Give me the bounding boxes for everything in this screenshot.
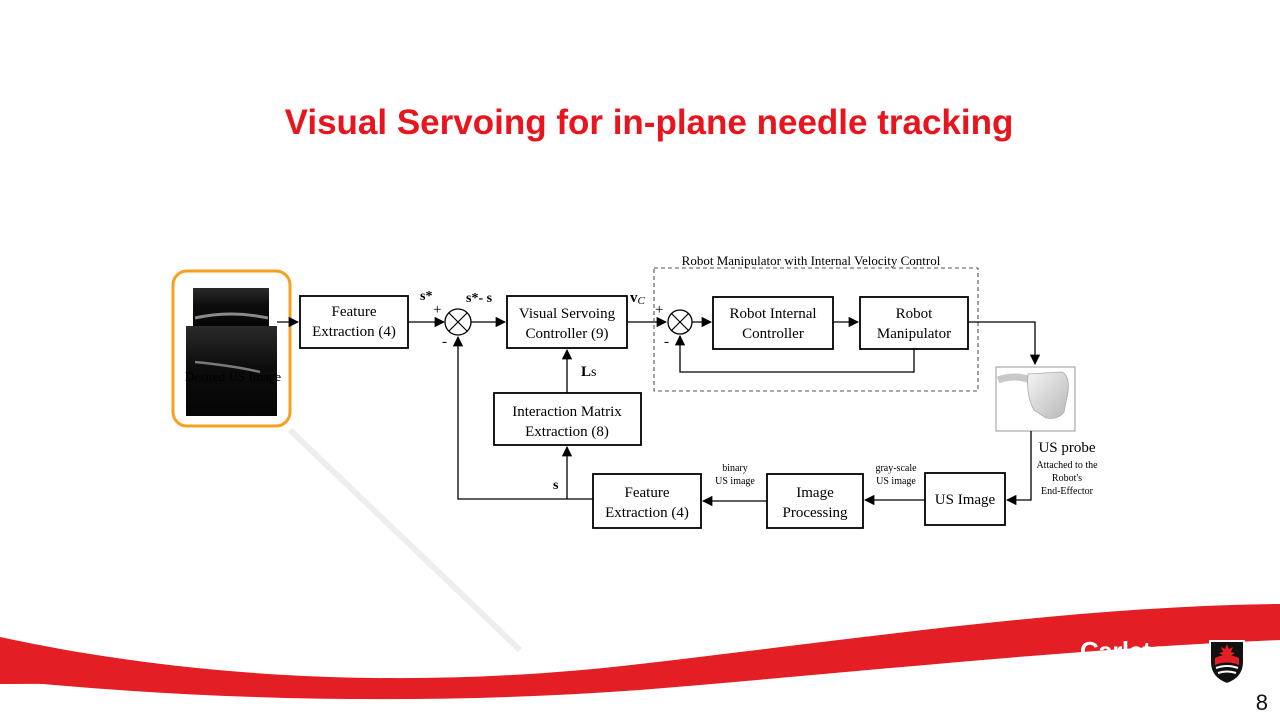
robot-manipulator-block: Robot Manipulator — [859, 296, 969, 350]
vs-controller-block: Visual Servoing Controller (9) — [506, 295, 628, 349]
ls-label: Ls — [581, 364, 596, 380]
vc-label: vC — [630, 290, 646, 307]
slide-title: Visual Servoing for in-plane needle trac… — [284, 103, 1014, 142]
plus-sign-2: + — [655, 302, 663, 318]
us-image-block: US Image — [924, 472, 1006, 526]
grayscale-label-line1: gray-scale — [875, 463, 917, 474]
desired-image-label: Desired US Image — [185, 369, 281, 384]
plus-sign-1: + — [433, 302, 441, 318]
ric-line1: Robot Internal — [729, 306, 816, 322]
fe-top-line1: Feature — [332, 304, 377, 320]
needle-streak-lower — [194, 360, 261, 374]
error-label: s*- s — [466, 291, 493, 306]
logo-university-text: University — [1116, 666, 1189, 683]
desired-us-image: Desired US Image — [171, 269, 292, 428]
probe-cable — [996, 373, 1032, 384]
im-line1: Interaction Matrix — [512, 404, 622, 420]
feature-extraction-top-block: Feature Extraction (4) — [299, 295, 409, 349]
binary-label-line1: binary — [722, 463, 748, 474]
footer-wave-white-sliver — [0, 640, 1280, 720]
desired-image-highlight — [171, 269, 292, 428]
desired-us-image-main — [186, 326, 277, 416]
needle-streak — [194, 312, 269, 320]
probe-note-line1: Attached to the — [1036, 460, 1098, 471]
vs-line2: Controller (9) — [526, 326, 609, 342]
summing-junction-2 — [667, 309, 693, 335]
im-line2: Extraction (8) — [525, 424, 609, 440]
fe-bottom-line2: Extraction (4) — [605, 505, 689, 521]
footer-wave-white-left — [0, 640, 180, 684]
probe-note-line2: Robot's — [1052, 473, 1082, 484]
fe-top-line2: Extraction (4) — [312, 324, 396, 340]
us-image-text: US Image — [935, 492, 996, 508]
carleton-shield-icon — [1209, 640, 1245, 686]
robot-internal-controller-block: Robot Internal Controller — [712, 296, 834, 350]
binary-label-line2: US image — [715, 476, 755, 487]
probe-note-line3: End-Effector — [1041, 486, 1094, 497]
minus-sign-1: - — [442, 334, 447, 350]
us-probe-label: US probe — [1038, 440, 1095, 456]
ric-line2: Controller — [742, 326, 804, 342]
us-probe-image — [995, 366, 1076, 432]
feature-extraction-bottom-block: Feature Extraction (4) — [592, 473, 702, 529]
minus-sign-2: - — [664, 334, 669, 350]
ip-line2: Processing — [783, 505, 848, 521]
rm-line1: Robot — [896, 306, 934, 322]
probe-body — [1027, 371, 1069, 419]
rm-line2: Manipulator — [877, 326, 951, 342]
logo-carleton-text: Carleton — [1080, 636, 1182, 666]
image-processing-block: Image Processing — [766, 473, 864, 529]
desired-us-image-bg — [193, 288, 269, 326]
interaction-matrix-block: Interaction Matrix Extraction (8) — [493, 392, 642, 446]
robot-group-label: Robot Manipulator with Internal Velocity… — [682, 253, 941, 268]
vs-line1: Visual Servoing — [519, 306, 616, 322]
summing-junction-1 — [444, 308, 472, 336]
robot-group-box — [653, 267, 979, 392]
page-number: 8 — [1255, 690, 1268, 715]
fe-bottom-line1: Feature — [625, 485, 670, 501]
s-feedback-label: s — [553, 478, 559, 493]
ip-line1: Image — [796, 485, 834, 501]
grayscale-label-line2: US image — [876, 476, 916, 487]
s-star-label: s* — [420, 289, 432, 304]
